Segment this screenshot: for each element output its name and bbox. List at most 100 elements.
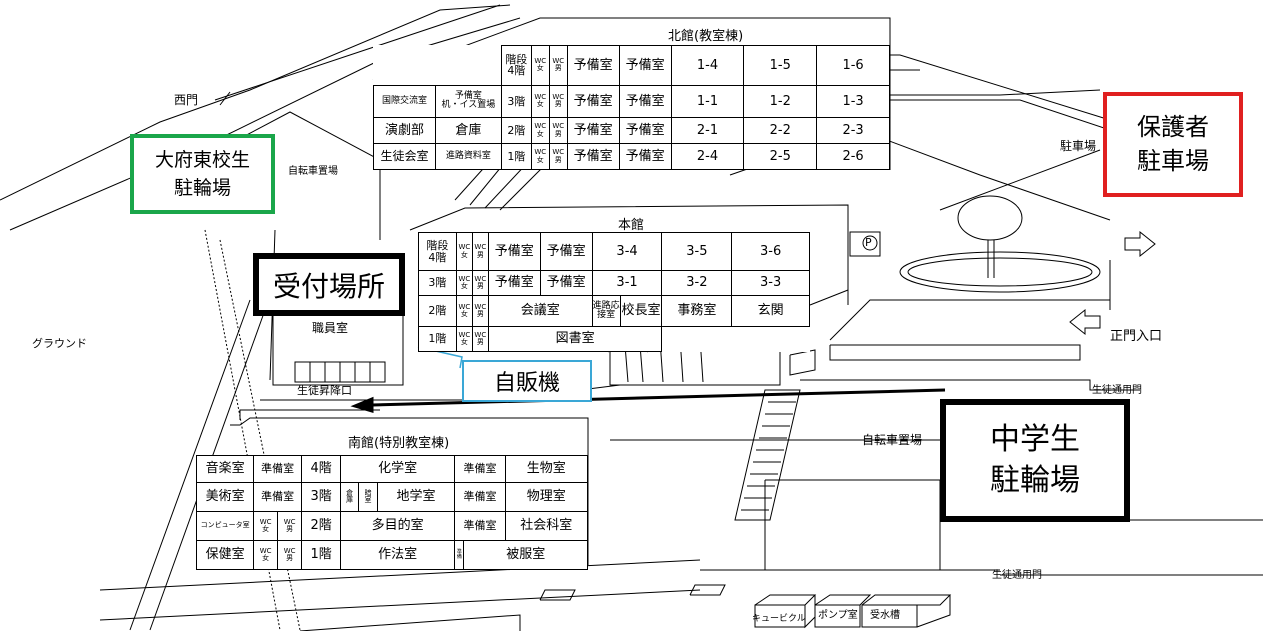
- wc-men: WC 男: [548, 45, 568, 86]
- classroom: 1-5: [743, 45, 818, 86]
- room: 準 備: [454, 539, 465, 571]
- classroom: 2-3: [816, 117, 890, 145]
- classroom: 3-5: [661, 231, 733, 272]
- classroom: 2-6: [816, 143, 890, 170]
- wc-men: WC 男: [277, 511, 303, 541]
- room: 予備室: [618, 143, 672, 170]
- room: 演劇部: [373, 117, 436, 145]
- room: 予備室: [618, 117, 672, 145]
- cell: 進路応 接室 校長室: [591, 294, 663, 328]
- north-row-3f: 国際交流室 予備室 机・イス置場 3階 WC 女 WC 男 予備室予備室 1-1…: [373, 84, 890, 119]
- wc-men: WC 男: [471, 326, 489, 352]
- staff-room-label: 職員室: [312, 321, 349, 335]
- parking-label: 駐車場: [1060, 139, 1097, 153]
- room: 図書室: [487, 326, 663, 352]
- ofu-higashi-bike-parking-callout: 大府東校生 駐輪場: [130, 134, 275, 214]
- wc-men: WC 男: [471, 270, 489, 296]
- wc-women: WC 女: [530, 45, 550, 86]
- room: 準備室: [253, 454, 303, 484]
- parking-p-label: P: [865, 236, 872, 249]
- floor-label: 2階: [500, 117, 532, 145]
- classroom: 1-1: [670, 84, 745, 119]
- room: 予備室: [539, 231, 593, 272]
- classroom: 2-2: [743, 117, 818, 145]
- wc-women: WC 女: [530, 143, 550, 170]
- classroom: 1-4: [670, 45, 745, 86]
- room: 被服室: [463, 539, 588, 571]
- room: 多目的室: [340, 511, 456, 541]
- classroom: 3-6: [731, 231, 810, 272]
- room: 予備室: [566, 143, 620, 170]
- north-building-title: 北館(教室棟): [668, 29, 744, 44]
- room: 玄関: [731, 294, 810, 328]
- room: 階段 4階: [500, 45, 532, 86]
- classroom: 2-5: [743, 143, 818, 170]
- room: 会議室: [487, 294, 593, 328]
- student-entrance-label: 生徒昇降口: [297, 384, 352, 397]
- room: 美術室: [195, 482, 255, 513]
- main-row-1f: 1階 WC 女 WC 男 図書室: [418, 326, 810, 352]
- floor-label: 2階: [301, 511, 342, 541]
- wc-men: WC 男: [548, 84, 568, 119]
- classroom: 3-1: [591, 270, 663, 296]
- classroom: 3-4: [591, 231, 663, 272]
- water-tank-label: 受水槽: [870, 610, 900, 621]
- wc-women: WC 女: [253, 511, 279, 541]
- south-row-1f: 保健室 WC 女 WC 男 1階 作法室 準 備 被服室: [195, 539, 588, 571]
- room: 音楽室: [195, 454, 255, 484]
- parking-p-icon: [862, 235, 878, 251]
- room: 予備室 机・イス置場: [434, 84, 502, 119]
- room: 暗 室: [358, 482, 378, 513]
- student-gate-label: 生徒通用門: [992, 570, 1042, 581]
- floor-label: 3階: [500, 84, 532, 119]
- room: 事務室: [661, 294, 733, 328]
- room: 生徒会室: [373, 143, 436, 170]
- floor-label: 3階: [418, 270, 457, 296]
- row: 進路応 接室 校長室: [593, 296, 661, 326]
- room: 準備室: [454, 454, 506, 484]
- room: 化学室: [340, 454, 456, 484]
- route-arrow: [371, 388, 946, 407]
- wc-men: WC 男: [548, 143, 568, 170]
- classroom: 3-3: [731, 270, 810, 296]
- room: 準備室: [454, 482, 506, 513]
- wc-men: WC 男: [277, 539, 303, 571]
- wc-men: WC 男: [471, 294, 489, 328]
- room: 予備室: [618, 84, 672, 119]
- room: 予備室: [566, 45, 620, 86]
- south-row-4f: 音楽室 準備室 4階 化学室 準備室 生物室: [195, 454, 589, 484]
- room: 準備室: [454, 511, 506, 541]
- cell: [435, 46, 501, 86]
- cell: [662, 327, 810, 352]
- vending-machine-callout: 自販機: [462, 360, 592, 402]
- room: 社会科室: [504, 511, 589, 541]
- room: 生物室: [504, 454, 589, 484]
- room: 進路資料室: [434, 143, 502, 170]
- cubicle-label: キュービクル: [752, 614, 806, 624]
- road-line: [9, 17, 521, 231]
- room: 予備室: [566, 117, 620, 145]
- wc-women: WC 女: [530, 117, 550, 145]
- wc-women: WC 女: [455, 231, 473, 272]
- ground-label: グラウンド: [32, 337, 87, 350]
- room: 物理室: [504, 482, 589, 513]
- room: 国際交流室: [373, 84, 436, 119]
- room: コンピュータ室: [195, 511, 255, 541]
- room: 校長室: [621, 303, 661, 319]
- main-gate-label: 正門入口: [1110, 329, 1163, 344]
- wc-women: WC 女: [455, 270, 473, 296]
- room: 倉 庫: [340, 482, 360, 513]
- south-building: 音楽室 準備室 4階 化学室 準備室 生物室 美術室 準備室 3階 倉 庫 暗 …: [195, 454, 589, 571]
- room: 準備室: [253, 482, 303, 513]
- pump-room-label: ポンプ室: [818, 610, 858, 621]
- classroom: 1-6: [816, 45, 890, 86]
- cell: [374, 46, 436, 86]
- wc-women: WC 女: [530, 84, 550, 119]
- room: 保健室: [195, 539, 255, 571]
